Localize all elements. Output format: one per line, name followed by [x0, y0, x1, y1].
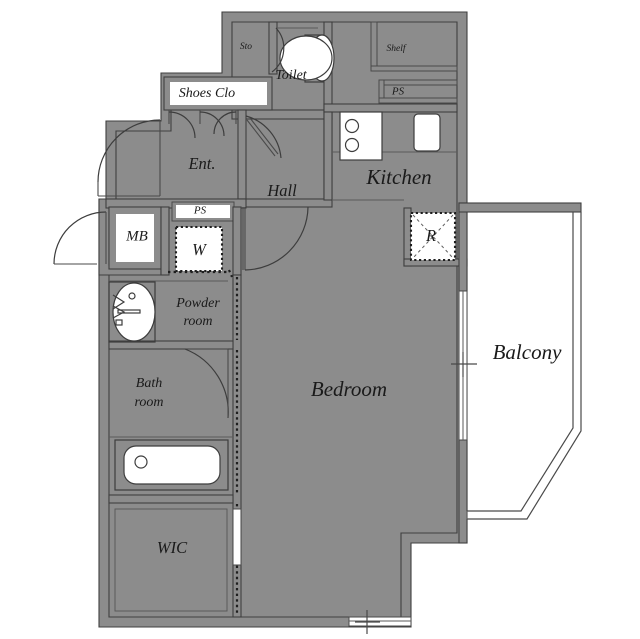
ps-left-interior: [176, 205, 230, 218]
shoes-closet-arc-3: [213, 111, 237, 135]
burner-front-icon: [344, 118, 360, 134]
tub-drain-icon: [134, 455, 148, 469]
entrance-door: [97, 119, 161, 197]
partition-powder-bottom: [108, 340, 234, 350]
balcony-railing-outer: [467, 212, 582, 520]
tub-surround: [114, 439, 229, 491]
slider-cross-marker: [451, 352, 477, 377]
cooktop-plate: [339, 111, 383, 161]
label-ps-left: PS: [193, 205, 207, 217]
partition-ent-right: [237, 109, 247, 200]
label-balcony: Balcony: [493, 340, 562, 364]
label-bath: Bath: [136, 376, 162, 391]
bathroom-door: [184, 348, 229, 419]
balcony-structure: [466, 212, 582, 520]
label-wic: WIC: [157, 538, 188, 557]
tub-basin: [123, 445, 221, 485]
window-cross-marker: [355, 610, 380, 634]
label-shoes-clo: Shoes Clo: [179, 86, 235, 101]
sink-basin: [413, 113, 441, 152]
toilet-fixture: [279, 34, 335, 83]
bedroom-window: [348, 610, 412, 634]
sink-fixture: [413, 113, 441, 152]
partition-sto-right: [268, 21, 278, 75]
mb-door: [53, 211, 107, 265]
label-washer: W: [192, 240, 207, 259]
partition-shelf-bottom: [370, 65, 458, 72]
label-mb: MB: [125, 228, 148, 244]
faucet-icon: [128, 292, 136, 300]
powder-basin-fixture: [108, 281, 156, 343]
partition-balcony-top: [458, 202, 582, 213]
balcony-railing-inner: [467, 212, 574, 512]
entrance-door-jamb: [97, 120, 161, 197]
powder-dotted-trim: [227, 269, 234, 278]
faucet-spout: [117, 309, 141, 314]
label-powder-2: room: [183, 314, 212, 329]
shoes-closet-arc-2: [199, 111, 225, 137]
bathtub-fixture: [114, 439, 229, 491]
label-shelf: Shelf: [387, 43, 407, 54]
sto-door: [271, 27, 285, 73]
doors-and-openings: [53, 27, 477, 634]
label-toilet: Toilet: [275, 68, 307, 83]
sto-door-arc: [271, 27, 285, 73]
balcony-slider: [451, 290, 477, 441]
hall-door-arc: [244, 206, 309, 271]
refrigerator-fixture: [409, 211, 457, 262]
toilet-door: [245, 115, 282, 159]
burner-rear-icon: [344, 137, 360, 153]
label-powder: Powder: [175, 296, 220, 311]
hall-door: [242, 206, 309, 271]
label-fridge: R: [425, 226, 436, 245]
label-ent: Ent.: [187, 154, 215, 173]
shoes-clo-interior: [170, 82, 267, 105]
partition-balcony-lower: [458, 439, 468, 544]
basin-bowl: [112, 282, 156, 342]
hall-door-leaf: [242, 207, 246, 270]
shoes-closet-arc-1: [168, 111, 196, 139]
cooktop-fixture: [339, 111, 383, 161]
toilet-door-leaf-2: [249, 117, 279, 155]
partition-ps-top-top: [378, 79, 458, 86]
partition-hall-bottom: [237, 198, 333, 208]
label-bedroom: Bedroom: [311, 377, 387, 401]
washing-machine-slot: [174, 225, 224, 273]
label-kitchen: Kitchen: [365, 165, 431, 189]
basin-mirror-edge: [112, 294, 126, 310]
label-sto: Sto: [240, 42, 252, 52]
partition-washer-left: [160, 206, 170, 276]
wic-inner-outline: [114, 508, 228, 612]
mb-door-jamb: [54, 212, 107, 265]
entrance-door-arc: [97, 119, 161, 183]
mb-interior: [116, 214, 154, 262]
shoes-closet-doors: [168, 110, 237, 139]
mb-door-arc: [53, 211, 107, 265]
fixtures: [108, 34, 457, 491]
partition-shelf-left: [370, 21, 378, 71]
toilet-door-leaf: [246, 119, 276, 157]
toilet-door-arc: [245, 115, 282, 159]
basin-edge-lower: [112, 305, 126, 319]
toilet-bowl: [279, 35, 333, 81]
label-hall: Hall: [266, 181, 297, 200]
partition-ps-top-bottom: [378, 97, 458, 104]
label-bath-2: room: [134, 395, 163, 410]
partition-kitchen-top: [323, 103, 458, 113]
label-ps-top: PS: [391, 86, 405, 98]
partition-bath-bottom: [108, 494, 234, 504]
washer-fixture: [174, 225, 224, 273]
partition-washer-right: [232, 206, 242, 276]
room-labels: Sto Shelf Toilet Shoes Clo PS Kitchen En…: [125, 42, 562, 557]
wic-door-panel: [232, 508, 242, 566]
partition-kitchen-left: [323, 111, 333, 201]
refrigerator-x-mark: [412, 214, 454, 259]
partition-balcony-upper: [458, 202, 468, 292]
basin-drain-icon: [115, 319, 123, 326]
partition-toilet-bottom: [231, 109, 333, 120]
